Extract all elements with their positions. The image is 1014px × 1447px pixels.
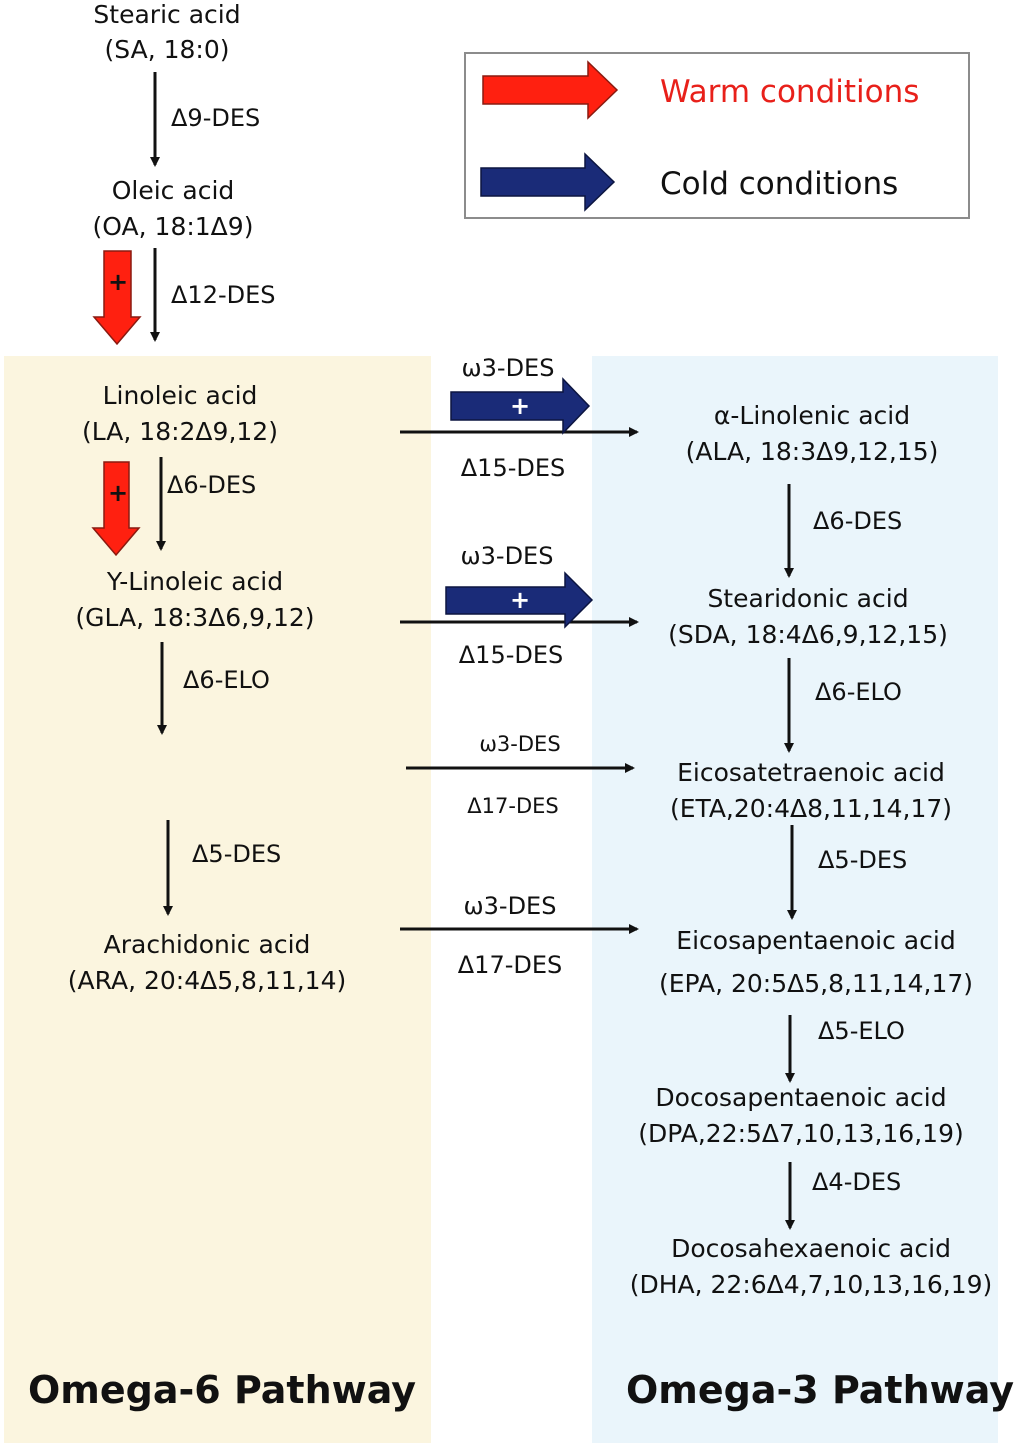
stearic-acid-formula: (SA, 18:0) [104,35,230,64]
enzyme-cross1-bottom: Δ15-DES [460,454,566,482]
enzyme-o6-d5-des: Δ5-DES [192,840,282,868]
omega3-pathway-title: Omega-3 Pathway [626,1368,1014,1412]
enzyme-o6-d6-des: Δ6-DES [167,471,257,499]
enzyme-cross3-top: ω3-DES [479,732,561,756]
enzyme-o3-d6-elo: Δ6-ELO [815,678,902,706]
enzyme-d9-des: Δ9-DES [171,104,261,132]
linoleic-acid-name: Linoleic acid [102,381,258,410]
arachidonic-acid-name: Arachidonic acid [103,930,311,959]
omega6-panel [4,356,431,1443]
gamma-linoleic-acid-name: Y-Linoleic acid [106,567,284,596]
docosahexaenoic-acid-formula: (DHA, 22:6Δ4,7,10,13,16,19) [629,1270,993,1299]
oleic-acid-name: Oleic acid [111,176,235,205]
arachidonic-acid-formula: (ARA, 20:4Δ5,8,11,14) [67,966,347,995]
legend-warm-label: Warm conditions [660,74,920,110]
cold-arrow-w3-1 [450,377,591,435]
enzyme-cross4-bottom: Δ17-DES [457,951,563,979]
legend-cold-arrow [480,152,616,212]
stearic-acid-name: Stearic acid [93,0,241,29]
docosahexaenoic-acid-name: Docosahexaenoic acid [671,1234,951,1263]
docosapentaenoic-acid-name: Docosapentaenoic acid [655,1083,947,1112]
warm-plus-d12: + [108,268,129,296]
warm-plus-d6: + [108,479,129,507]
gamma-linoleic-acid-formula: (GLA, 18:3Δ6,9,12) [75,603,315,632]
enzyme-cross4-top: ω3-DES [463,892,557,920]
enzyme-cross2-top: ω3-DES [460,542,554,570]
enzyme-o3-d6-des: Δ6-DES [813,507,903,535]
stearidonic-acid-formula: (SDA, 18:4Δ6,9,12,15) [668,620,948,649]
enzyme-cross2-bottom: Δ15-DES [458,641,564,669]
legend-warm-arrow [482,60,619,120]
cold-plus-2: + [510,586,531,614]
eicosapentaenoic-acid-formula: (EPA, 20:5Δ5,8,11,14,17) [658,969,974,998]
enzyme-o3-d5-elo: Δ5-ELO [818,1017,905,1045]
legend-cold-label: Cold conditions [660,166,899,202]
cold-arrow-w3-2 [445,571,594,629]
enzyme-d12-des: Δ12-DES [171,281,276,309]
enzyme-o6-d6-elo: Δ6-ELO [183,666,270,694]
linoleic-acid-formula: (LA, 18:2Δ9,12) [82,417,278,446]
enzyme-cross1-top: ω3-DES [461,354,555,382]
enzyme-o3-d4-des: Δ4-DES [812,1168,902,1196]
warm-arrow-d12 [92,250,142,346]
stearidonic-acid-name: Stearidonic acid [707,584,909,613]
eicosatetraenoic-acid-name: Eicosatetraenoic acid [677,758,945,787]
oleic-acid-formula: (OA, 18:1Δ9) [92,212,254,241]
alpha-linolenic-acid-formula: (ALA, 18:3Δ9,12,15) [685,437,939,466]
eicosapentaenoic-acid-name: Eicosapentaenoic acid [676,926,956,955]
alpha-linolenic-acid-name: α-Linolenic acid [713,401,911,430]
cold-plus-1: + [510,392,531,420]
enzyme-cross3-bottom: Δ17-DES [467,794,559,818]
enzyme-o3-d5-des: Δ5-DES [818,846,908,874]
warm-arrow-d6 [91,461,141,557]
omega6-pathway-title: Omega-6 Pathway [28,1368,416,1412]
eicosatetraenoic-acid-formula: (ETA,20:4Δ8,11,14,17) [669,794,953,823]
omega3-panel [592,356,998,1443]
docosapentaenoic-acid-formula: (DPA,22:5Δ7,10,13,16,19) [638,1119,964,1148]
